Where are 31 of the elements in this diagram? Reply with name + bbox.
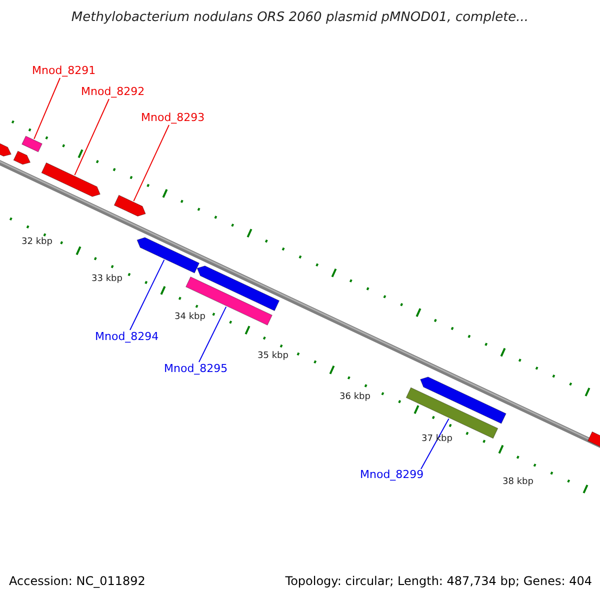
gene-bar: [0, 140, 12, 157]
gene-label: Mnod_8293: [141, 112, 205, 123]
gene-bar: [41, 162, 100, 197]
scale-label: 36 kbp: [340, 393, 370, 402]
gene-bar: [420, 376, 506, 424]
scale-label: 35 kbp: [258, 352, 288, 361]
scale-label: 32 kbp: [22, 238, 52, 247]
scale-label: 33 kbp: [92, 275, 122, 284]
leader-line: [130, 259, 165, 330]
scale-label: 34 kbp: [174, 313, 206, 322]
scale-label: 38 kbp: [502, 478, 534, 487]
accession-text: Accession: NC_011892: [9, 575, 146, 587]
gene-bar: [136, 237, 200, 274]
gene-bar: [22, 136, 42, 152]
leader-line: [74, 98, 110, 176]
leader-line: [198, 306, 227, 362]
leader-line: [420, 418, 450, 470]
gene-label: Mnod_8295: [164, 363, 228, 374]
gene-bar: [114, 194, 146, 217]
title: Methylobacterium nodulans ORS 2060 plasmid pMNOD01, complete...: [70, 11, 530, 24]
leader-line: [34, 78, 60, 140]
gene-label: Mnod_8292: [81, 86, 145, 97]
gene-bar: [196, 266, 280, 312]
gene-bar: [13, 150, 31, 165]
leader-line: [133, 124, 170, 202]
gene-bar: [588, 431, 600, 448]
gene-label: Mnod_8294: [95, 331, 159, 342]
summary-text: Topology: circular; Length: 487,734 bp; Genes: 404: [285, 575, 592, 587]
gene-label: Mnod_8299: [360, 469, 424, 480]
gene-label: Mnod_8291: [32, 65, 96, 76]
gene-bar: [186, 276, 272, 326]
